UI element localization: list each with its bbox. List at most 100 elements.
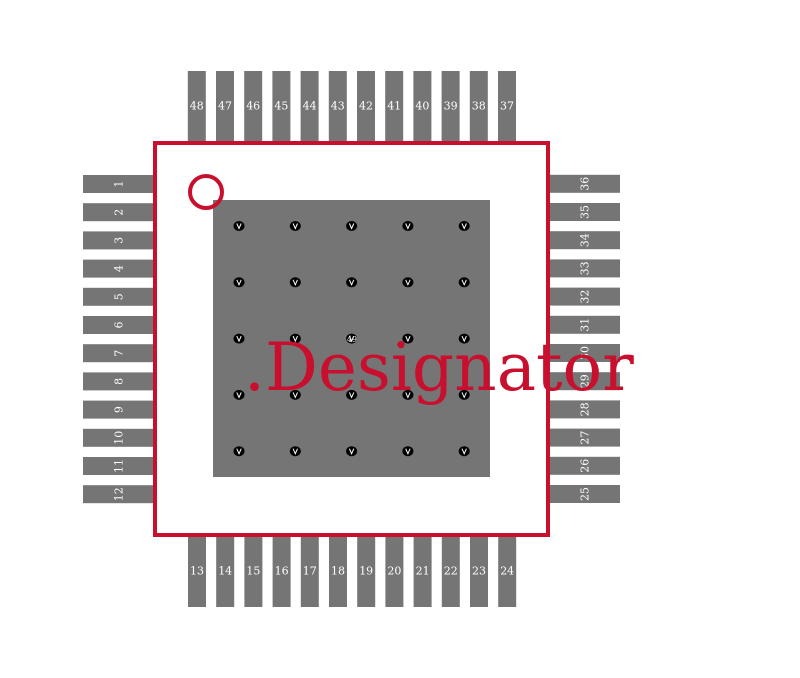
pad-2[interactable]: 2 [83, 203, 154, 222]
pad-15[interactable]: 15 [244, 537, 263, 607]
pad-shape[interactable] [498, 71, 516, 141]
pad-shape[interactable] [216, 537, 235, 607]
pad-36[interactable]: 36 [549, 174, 620, 193]
pad-33[interactable]: 33 [549, 259, 620, 278]
pad-shape[interactable] [244, 537, 263, 607]
pad-shape[interactable] [216, 71, 234, 141]
pad-shape[interactable] [413, 71, 432, 141]
pad-8[interactable]: 8 [83, 372, 154, 391]
pad-shape[interactable] [549, 400, 620, 419]
pad-shape[interactable] [83, 316, 154, 334]
pad-shape[interactable] [83, 344, 154, 363]
pad-6[interactable]: 6 [83, 316, 154, 334]
pad-42[interactable]: 42 [357, 71, 375, 141]
pad-shape[interactable] [300, 71, 319, 141]
pad-37[interactable]: 37 [498, 71, 516, 141]
pad-17[interactable]: 17 [300, 537, 319, 607]
pad-shape[interactable] [83, 287, 154, 306]
pad-shape[interactable] [385, 71, 404, 141]
pad-shape[interactable] [83, 231, 154, 250]
pad-shape[interactable] [470, 537, 488, 607]
pad-shape[interactable] [498, 537, 517, 607]
pad-shape[interactable] [83, 175, 154, 193]
pad-shape[interactable] [272, 537, 291, 607]
pad-27[interactable]: 27 [549, 428, 620, 447]
pad-shape[interactable] [549, 315, 620, 334]
pad-shape[interactable] [83, 259, 154, 278]
pad-shape[interactable] [441, 537, 460, 607]
pad-48[interactable]: 48 [187, 71, 206, 141]
pad-shape[interactable] [549, 456, 620, 475]
pad-number: 25 [579, 487, 592, 501]
pad-shape[interactable] [549, 372, 620, 391]
pad-shape[interactable] [187, 71, 206, 141]
pad-shape[interactable] [549, 344, 620, 362]
pad-12[interactable]: 12 [83, 485, 154, 504]
pad-3[interactable]: 3 [83, 231, 154, 250]
pad-shape[interactable] [549, 485, 620, 503]
pad-35[interactable]: 35 [549, 203, 620, 221]
pad-41[interactable]: 41 [385, 71, 404, 141]
pad-shape[interactable] [469, 71, 488, 141]
pad-26[interactable]: 26 [549, 456, 620, 475]
pad-29[interactable]: 29 [549, 372, 620, 391]
pad-43[interactable]: 43 [328, 71, 347, 141]
pad-shape[interactable] [188, 537, 206, 607]
pad-24[interactable]: 24 [498, 537, 517, 607]
pad-4[interactable]: 4 [83, 259, 154, 278]
pad-shape[interactable] [413, 537, 432, 607]
pad-23[interactable]: 23 [470, 537, 488, 607]
pad-shape[interactable] [83, 203, 154, 222]
pad-shape[interactable] [549, 428, 620, 447]
pad-7[interactable]: 7 [83, 344, 154, 363]
pad-shape[interactable] [549, 231, 620, 250]
pad-13[interactable]: 13 [188, 537, 206, 607]
pad-32[interactable]: 32 [549, 287, 620, 306]
pad-5[interactable]: 5 [83, 287, 154, 306]
pad-shape[interactable] [329, 537, 347, 607]
pad-shape[interactable] [549, 259, 620, 278]
pad-1[interactable]: 1 [83, 175, 154, 193]
pad-shape[interactable] [83, 372, 154, 391]
pad-shape[interactable] [385, 537, 404, 607]
pad-shape[interactable] [357, 537, 376, 607]
pad-39[interactable]: 39 [441, 71, 460, 141]
pad-shape[interactable] [441, 71, 460, 141]
pad-18[interactable]: 18 [329, 537, 347, 607]
pad-25[interactable]: 25 [549, 485, 620, 503]
pad-shape[interactable] [300, 537, 319, 607]
pad-22[interactable]: 22 [441, 537, 460, 607]
pad-shape[interactable] [83, 400, 154, 419]
pad-shape[interactable] [549, 203, 620, 221]
pad-21[interactable]: 21 [413, 537, 432, 607]
pad-shape[interactable] [83, 485, 154, 504]
pad-shape[interactable] [272, 71, 291, 141]
pad-40[interactable]: 40 [413, 71, 432, 141]
pad-9[interactable]: 9 [83, 400, 154, 419]
pad-45[interactable]: 45 [272, 71, 291, 141]
pad-19[interactable]: 19 [357, 537, 376, 607]
pad-46[interactable]: 46 [244, 71, 263, 141]
pad-20[interactable]: 20 [385, 537, 404, 607]
pad-34[interactable]: 34 [549, 231, 620, 250]
pad-number: 34 [579, 233, 592, 247]
pad-28[interactable]: 28 [549, 400, 620, 419]
pad-shape[interactable] [357, 71, 375, 141]
pad-shape[interactable] [549, 174, 620, 193]
pad-shape[interactable] [244, 71, 263, 141]
designator-label[interactable]: .Designator [244, 329, 634, 406]
pad-shape[interactable] [83, 457, 154, 475]
pad-47[interactable]: 47 [216, 71, 234, 141]
pad-10[interactable]: 10 [83, 428, 154, 447]
pad-shape[interactable] [549, 287, 620, 306]
pad-11[interactable]: 11 [83, 457, 154, 475]
pad-30[interactable]: 30 [549, 344, 620, 362]
pad-shape[interactable] [328, 71, 347, 141]
pad-16[interactable]: 16 [272, 537, 291, 607]
via-mark [461, 392, 467, 399]
pad-shape[interactable] [83, 428, 154, 447]
pad-44[interactable]: 44 [300, 71, 319, 141]
pad-38[interactable]: 38 [469, 71, 488, 141]
pad-14[interactable]: 14 [216, 537, 235, 607]
pad-31[interactable]: 31 [549, 315, 620, 334]
